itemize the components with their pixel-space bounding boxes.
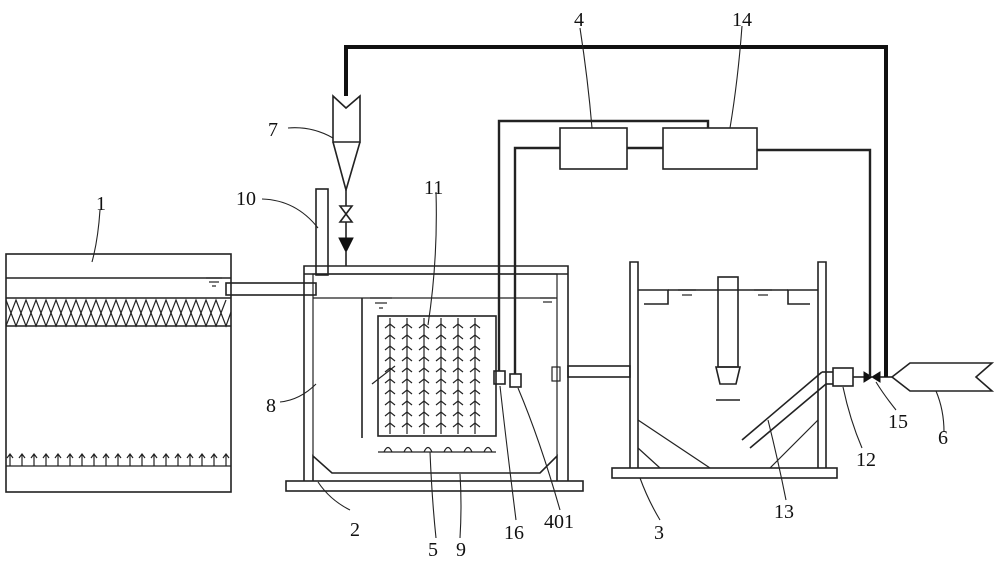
membrane-fibre-mark <box>418 367 430 373</box>
membrane-fibre-mark <box>469 345 481 351</box>
membrane-fibre-mark <box>469 323 481 329</box>
membrane-fibre-mark <box>401 389 413 395</box>
membrane-fibre-mark <box>435 334 447 340</box>
membrane-fibre-mark <box>469 334 481 340</box>
membrane-fibre-mark <box>384 378 396 384</box>
unit-4-controller <box>559 127 628 170</box>
membrane-fibre-mark <box>401 334 413 340</box>
connection-lines <box>344 45 888 377</box>
label-10: 10 <box>236 188 256 210</box>
membrane-fibre-mark <box>435 367 447 373</box>
membrane-fibre-mark <box>418 422 430 428</box>
label-12: 12 <box>856 449 876 471</box>
membrane-fibre-mark <box>384 422 396 428</box>
membrane-fibre-mark <box>418 400 430 406</box>
membrane-fibre-mark <box>435 411 447 417</box>
membrane-fibre-mark <box>452 378 464 384</box>
membrane-fibre-mark <box>418 334 430 340</box>
unit-6-outlet <box>890 362 995 392</box>
membrane-fibre-mark <box>384 323 396 329</box>
label-8: 8 <box>266 395 276 417</box>
membrane-fibre-mark <box>435 389 447 395</box>
membrane-fibre-mark <box>401 323 413 329</box>
membrane-fibre-mark <box>452 422 464 428</box>
unit-1-tank <box>5 253 232 493</box>
membrane-fibre-mark <box>469 367 481 373</box>
label-13: 13 <box>774 501 794 523</box>
membrane-fibre-mark <box>452 389 464 395</box>
membrane-fibre-mark <box>435 422 447 428</box>
membrane-fibre-mark <box>435 400 447 406</box>
unit-12-pump <box>832 367 864 387</box>
membrane-fibre-mark <box>435 323 447 329</box>
membrane-fibre-mark <box>435 356 447 362</box>
label-4: 4 <box>574 9 584 31</box>
membrane-fibre-mark <box>401 378 413 384</box>
label-5: 5 <box>428 539 438 561</box>
membrane-fibre-mark <box>452 323 464 329</box>
membrane-fibre-mark <box>384 345 396 351</box>
membrane-fibre-mark <box>469 389 481 395</box>
label-6: 6 <box>938 427 948 449</box>
pipe-1-to-2 <box>225 282 317 296</box>
membrane-fibre-mark <box>401 400 413 406</box>
membrane-fibre-mark <box>418 323 430 329</box>
membrane-fibre-mark <box>469 422 481 428</box>
membrane-fibre-mark <box>418 389 430 395</box>
membrane-fibre-mark <box>452 367 464 373</box>
membrane-fibre-mark <box>418 345 430 351</box>
membrane-fibre-mark <box>469 356 481 362</box>
label-9: 9 <box>456 539 466 561</box>
pipe-2-to-3 <box>567 365 631 378</box>
membrane-fibre-mark <box>401 367 413 373</box>
membrane-fibre-mark <box>384 389 396 395</box>
membrane-fibre-mark <box>384 400 396 406</box>
membrane-fibre-mark <box>435 345 447 351</box>
unit-7-hopper <box>332 94 361 266</box>
membrane-fibre-mark <box>401 356 413 362</box>
membrane-fibre-mark <box>418 411 430 417</box>
membrane-fibre-mark <box>469 411 481 417</box>
leader-lines <box>91 25 945 539</box>
membrane-fibre-mark <box>469 378 481 384</box>
membrane-fibre-mark <box>435 378 447 384</box>
membrane-fibre-mark <box>401 345 413 351</box>
membrane-fibre-mark <box>401 422 413 428</box>
membrane-fibre-mark <box>418 356 430 362</box>
membrane-fibre-mark <box>401 411 413 417</box>
membrane-fibre-mark <box>384 411 396 417</box>
label-14: 14 <box>732 9 752 31</box>
label-15: 15 <box>888 411 908 433</box>
membrane-fibre-mark <box>384 334 396 340</box>
membrane-fibre-mark <box>452 345 464 351</box>
membrane-fibre-mark <box>452 334 464 340</box>
part-labels: 1 2 3 4 5 6 7 8 9 10 11 12 13 14 15 16 4… <box>96 9 948 561</box>
label-3: 3 <box>654 522 664 544</box>
unit-14-controller <box>662 127 758 170</box>
label-7: 7 <box>268 119 278 141</box>
unit-10-rod <box>315 188 329 276</box>
label-16: 16 <box>504 522 524 544</box>
label-1: 1 <box>96 193 106 215</box>
label-2: 2 <box>350 519 360 541</box>
membrane-fibre-mark <box>452 400 464 406</box>
label-11: 11 <box>424 177 443 199</box>
membrane-fibre-mark <box>452 411 464 417</box>
membrane-fibre-mark <box>384 367 396 373</box>
unit-3-tank <box>611 261 838 479</box>
membrane-fibre-mark <box>469 400 481 406</box>
unit-2-tank <box>285 265 584 492</box>
label-401: 401 <box>544 511 574 533</box>
membrane-fibre-mark <box>384 356 396 362</box>
membrane-fibre-mark <box>418 378 430 384</box>
membrane-fibre-mark <box>452 356 464 362</box>
